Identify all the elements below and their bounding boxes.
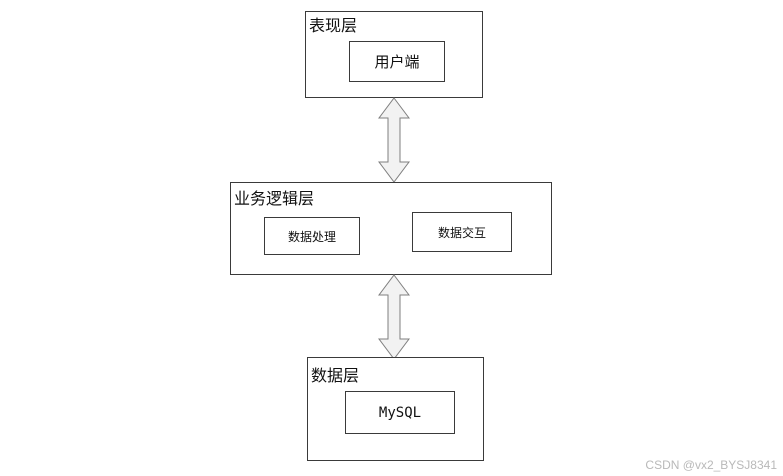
data-processing-box: 数据处理 xyxy=(264,217,360,255)
watermark: CSDN @vx2_BYSJ8341 xyxy=(645,458,777,472)
data-layer-title: 数据层 xyxy=(311,366,360,385)
data-processing-label: 数据处理 xyxy=(287,229,336,244)
client-box: 用户端 xyxy=(349,41,445,82)
business-layer-title: 业务逻辑层 xyxy=(234,189,315,208)
data-layer-box: 数据层 MySQL xyxy=(307,357,484,461)
client-label: 用户端 xyxy=(374,53,420,71)
mysql-box: MySQL xyxy=(345,391,455,434)
data-interaction-box: 数据交互 xyxy=(412,212,512,252)
double-arrow-top-shape xyxy=(378,97,410,183)
double-arrow-bottom-shape xyxy=(378,274,410,360)
double-arrow-bottom xyxy=(378,274,410,360)
data-interaction-label: 数据交互 xyxy=(437,225,486,240)
presentation-layer-box: 表现层 用户端 xyxy=(305,11,483,98)
mysql-label: MySQL xyxy=(378,404,422,421)
presentation-layer-title: 表现层 xyxy=(309,16,358,35)
double-arrow-top xyxy=(378,97,410,183)
business-layer-box: 业务逻辑层 数据处理 数据交互 xyxy=(230,182,552,275)
